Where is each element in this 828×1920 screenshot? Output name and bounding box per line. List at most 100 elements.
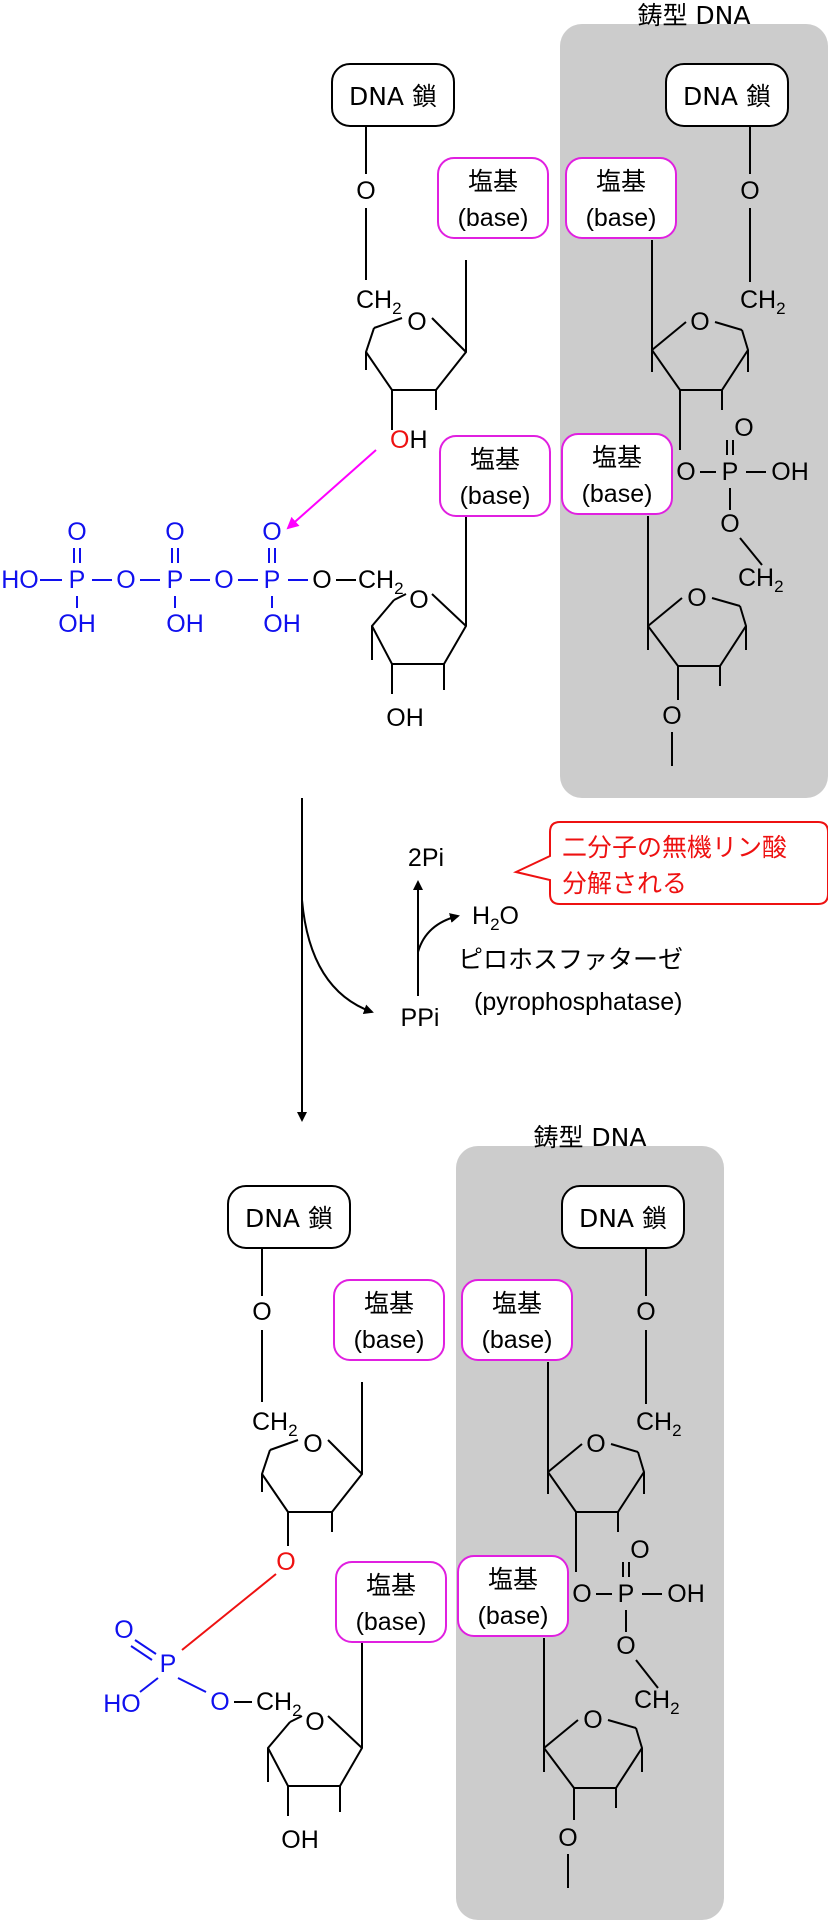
base-label-en: (base) (354, 1326, 425, 1354)
phosphate-hydroxyl: OH (771, 458, 809, 486)
enzyme-label-en: (pyrophosphatase) (474, 988, 682, 1016)
ring-oxygen: O (305, 1708, 324, 1736)
water-label: H2O (472, 902, 519, 934)
base-label-jp: 塩基 (470, 445, 520, 474)
ch2-label: CH2 (634, 1686, 680, 1718)
hydroxyl-beta: OH (166, 610, 204, 638)
oxo-alpha: O (262, 518, 281, 546)
ch2-label: CH2 (358, 566, 404, 598)
ring-oxygen: O (409, 586, 428, 614)
oxo-oxygen: O (734, 414, 753, 442)
ppi-release-arrow (301, 899, 374, 1015)
incoming-triphosphate: HO P O OH O P O OH O P O OH O CH2 O OH (1, 435, 551, 732)
base-label-en: (base) (582, 480, 653, 508)
ring-oxygen: O (303, 1430, 322, 1458)
water-arrow (417, 913, 460, 953)
ester-oxygen: O (210, 1688, 229, 1716)
base-label-jp: 塩基 (468, 167, 518, 196)
dna-strand-box (331, 63, 455, 127)
phosphodiester-oxygen: O (676, 458, 695, 486)
terminal-oxygen: O (558, 1824, 577, 1852)
template-panel-bottom (456, 1146, 724, 1920)
base-label-en: (base) (356, 1608, 427, 1636)
base-label-jp: 塩基 (366, 1571, 416, 1600)
base-label-en: (base) (460, 482, 531, 510)
ch2-label: CH2 (252, 1408, 298, 1440)
hydroxyl-3prime: OH (281, 1826, 319, 1854)
base-box (461, 1279, 573, 1361)
hydroxyl-gamma: OH (58, 610, 96, 638)
callout-bubble (512, 821, 828, 905)
enzyme-label-jp: ピロホスファターゼ (458, 945, 683, 974)
ring-oxygen: O (583, 1706, 602, 1734)
phosphate-hydroxyl: HO (103, 1690, 141, 1718)
ring-oxygen: O (687, 584, 706, 612)
template-panel-top (560, 24, 828, 798)
ether-oxygen: O (740, 177, 759, 205)
base-label-jp: 塩基 (364, 1289, 414, 1318)
ester-oxygen: O (616, 1632, 635, 1660)
ch2-label: CH2 (636, 1408, 682, 1440)
base-label-en: (base) (482, 1326, 553, 1354)
callout-line-1: 二分子の無機リン酸 (562, 833, 787, 862)
template-strand-bottom: DNA 鎖 O CH2 O O P O OH O CH2 O O 塩基 (457, 1185, 705, 1888)
ch2-label: CH2 (738, 564, 784, 596)
terminal-oxygen: O (662, 702, 681, 730)
ether-oxygen: O (252, 1298, 271, 1326)
oxo-gamma: O (67, 518, 86, 546)
dna-strand-label: DNA 鎖 (683, 82, 771, 111)
ester-oxygen-5prime: O (312, 566, 331, 594)
base-label-jp: 塩基 (492, 1289, 542, 1318)
ring-oxygen: O (407, 308, 426, 336)
callout-line-2: 分解される (562, 869, 687, 898)
base-label-en: (base) (458, 204, 529, 232)
base-label-en: (base) (586, 204, 657, 232)
hydroxyl-alpha: OH (263, 610, 301, 638)
dna-strand-label: DNA 鎖 (579, 1204, 667, 1233)
oxo-beta: O (165, 518, 184, 546)
top-left-upper-nucleotide: DNA 鎖 O CH2 O OH 塩基 (base) (331, 63, 549, 454)
phosphate-hydroxyl: OH (667, 1580, 705, 1608)
base-box (457, 1555, 569, 1637)
template-title-top: 鋳型 DNA (637, 1, 750, 30)
dna-strand-label: DNA 鎖 (245, 1204, 333, 1233)
phosphodiester-oxygen: O (572, 1580, 591, 1608)
base-label-jp: 塩基 (488, 1565, 538, 1594)
ch2-label: CH2 (740, 286, 786, 318)
base-box (335, 1561, 447, 1643)
reaction-step: PPi 2Pi H2O ピロホスファターゼ (pyrophosphatase) … (297, 798, 828, 1122)
dna-strand-box (227, 1185, 351, 1249)
ch2-label: CH2 (356, 286, 402, 318)
ring-oxygen: O (690, 308, 709, 336)
base-box (565, 157, 677, 239)
bridge-oxygen-1: O (116, 566, 135, 594)
hydroxyl-3prime: OH (390, 426, 428, 454)
base-box (439, 435, 551, 517)
ch2-label: CH2 (256, 1688, 302, 1720)
base-label-jp: 塩基 (596, 167, 646, 196)
attack-arrow (286, 449, 377, 530)
ester-oxygen: O (720, 510, 739, 538)
dna-strand-box (665, 63, 789, 127)
ring-oxygen: O (586, 1430, 605, 1458)
oxo-oxygen: O (114, 1616, 133, 1644)
ether-oxygen: O (636, 1298, 655, 1326)
phosphorus-beta: P (167, 566, 184, 594)
new-bond-oxygen: O (276, 1548, 295, 1576)
base-label-en: (base) (478, 1602, 549, 1630)
base-box (561, 433, 673, 515)
phosphorus: P (618, 1580, 635, 1608)
phosphorus-gamma: P (69, 566, 86, 594)
two-pi-label: 2Pi (408, 844, 444, 872)
oxo-oxygen: O (630, 1536, 649, 1564)
ppi-label: PPi (401, 1004, 440, 1032)
base-label-jp: 塩基 (592, 443, 642, 472)
terminal-ho: HO (1, 566, 39, 594)
bottom-left-lower-nucleotide: O P HO O CH2 O OH 塩基 (base) (103, 1561, 447, 1854)
phosphorus: P (722, 458, 739, 486)
bottom-left-upper-nucleotide: DNA 鎖 O CH2 O O 塩基 (base) (227, 1185, 445, 1576)
dna-strand-label: DNA 鎖 (349, 82, 437, 111)
base-box (333, 1279, 445, 1361)
new-phosphodiester-bond (181, 1573, 277, 1651)
